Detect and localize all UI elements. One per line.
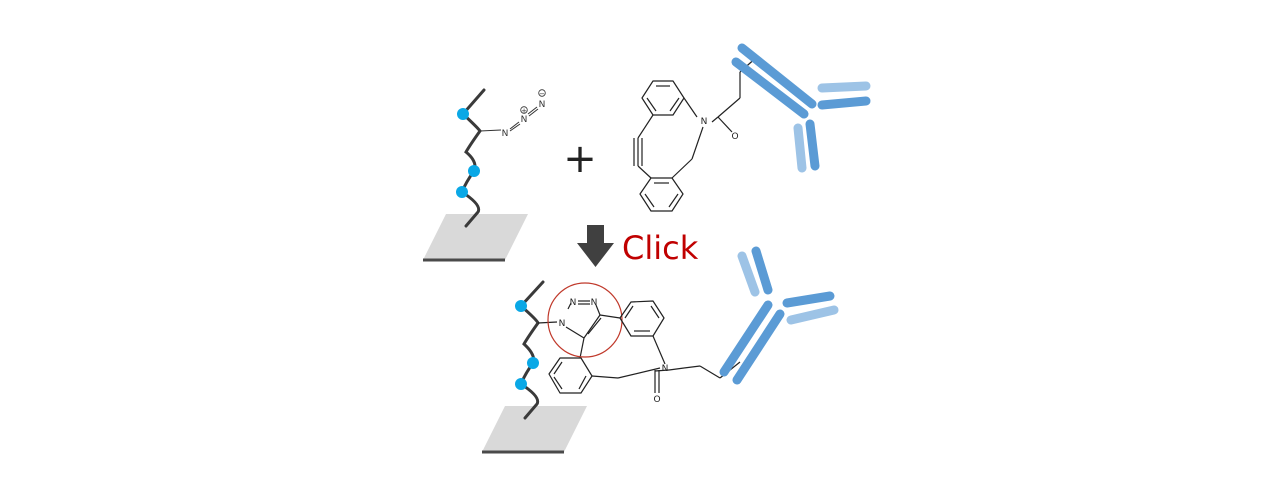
bead: [468, 165, 480, 177]
polymer-beads-bottom: [515, 300, 539, 390]
azide-charge-plus: +: [521, 107, 527, 115]
down-arrow: [577, 225, 614, 267]
dbco-oxygen: O: [731, 132, 738, 142]
azide-n1: N: [502, 129, 509, 139]
bead: [456, 186, 468, 198]
polymer-chain-bottom: [518, 280, 545, 420]
triazole-n2: N: [570, 298, 577, 308]
benzene-ring-right: [619, 300, 665, 337]
bead: [515, 300, 527, 312]
reactant-surface-top: [423, 214, 528, 262]
product-molecule: [548, 300, 741, 394]
step-label-click: Click: [622, 229, 699, 267]
antibody-icon-top: [731, 43, 871, 173]
reactant-surface-bottom: [482, 406, 587, 454]
triazole-ring: [537, 300, 621, 359]
benzene-ring-upper: [641, 80, 685, 116]
bead: [515, 378, 527, 390]
azide-n2: N: [521, 115, 528, 125]
polymer-beads-top: [456, 108, 480, 198]
benzene-ring-left: [548, 357, 593, 394]
glass-slide-top: [423, 214, 528, 260]
bead: [527, 357, 539, 369]
azide-charge-minus: −: [539, 90, 545, 98]
product-nitrogen: N: [662, 364, 669, 374]
triazole-n1: N: [559, 319, 566, 329]
polymer-chain-top: [460, 88, 486, 228]
azide-n3: N: [539, 100, 546, 110]
triazole-n3: N: [591, 298, 598, 308]
triazole-highlight-circle: [547, 282, 623, 358]
azide-group: N N + N −: [479, 89, 546, 139]
glass-slide-bottom: [482, 406, 587, 452]
dbco-nitrogen: N: [701, 117, 708, 127]
dbco-molecule: [633, 55, 759, 212]
product-oxygen: O: [653, 395, 660, 405]
bead: [457, 108, 469, 120]
plus-sign: +: [563, 136, 597, 182]
antibody-icon-bottom: [719, 246, 839, 385]
